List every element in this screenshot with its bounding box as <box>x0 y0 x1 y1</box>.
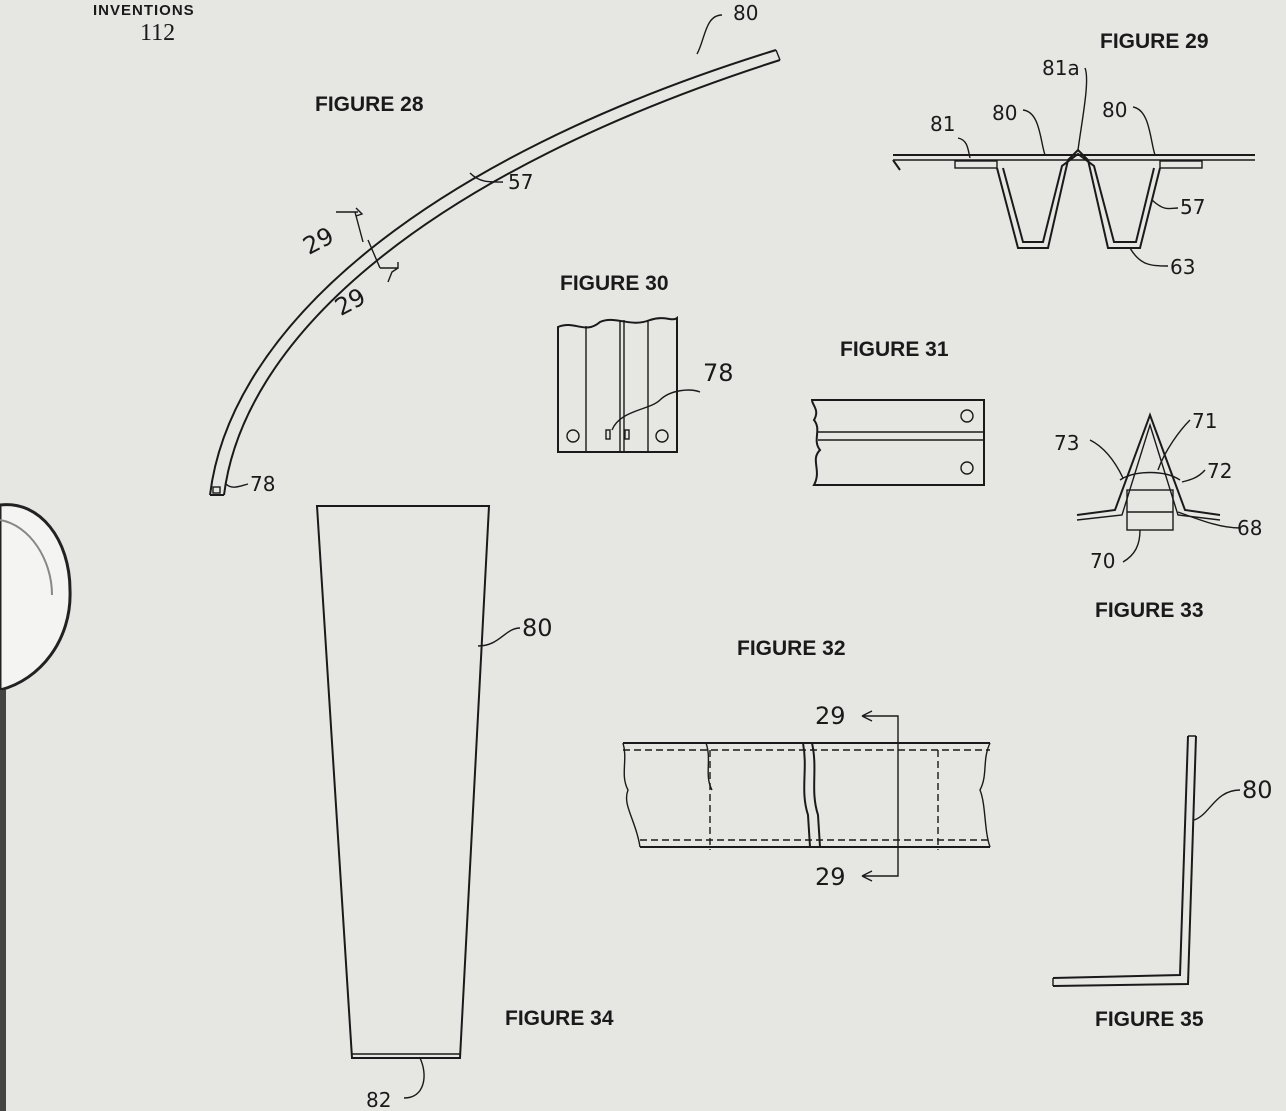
fig33-label-70: 70 <box>1090 549 1115 573</box>
figure-32-title: FIGURE 32 <box>737 637 846 660</box>
fig28-label-57: 57 <box>508 170 533 194</box>
fig29-label-81a: 81a <box>1042 56 1080 80</box>
fig32-label-29-bottom: 29 <box>815 863 846 891</box>
page-number: 112 <box>140 20 175 46</box>
fig33-label-72: 72 <box>1207 459 1232 483</box>
fig29-label-57: 57 <box>1180 195 1205 219</box>
fig34-label-80: 80 <box>522 614 553 642</box>
figure-35-title: FIGURE 35 <box>1095 1008 1204 1031</box>
thumb-image <box>0 503 72 1111</box>
fig33-label-68: 68 <box>1237 516 1262 540</box>
figure-33-title: FIGURE 33 <box>1095 599 1204 622</box>
fig28-label-29-bottom: 29 <box>330 283 370 322</box>
figure-31-title: FIGURE 31 <box>840 338 949 361</box>
fig28-label-80: 80 <box>733 1 758 25</box>
section-header: INVENTIONS <box>93 2 195 19</box>
figure-30-title: FIGURE 30 <box>560 272 669 295</box>
fig33-label-73: 73 <box>1054 431 1079 455</box>
fig29-label-80-left: 80 <box>992 101 1017 125</box>
fig28-label-78: 78 <box>250 472 275 496</box>
fig28-label-29-top: 29 <box>298 222 338 261</box>
fig29-label-63: 63 <box>1170 255 1195 279</box>
fig30-label-78: 78 <box>703 359 734 387</box>
figure-34-drawing <box>315 505 521 1099</box>
figure-34-title: FIGURE 34 <box>505 1007 614 1030</box>
figure-35-drawing <box>1052 735 1241 987</box>
figure-32-drawing <box>622 710 991 882</box>
figure-29-drawing <box>892 67 1255 267</box>
fig29-label-81: 81 <box>930 112 955 136</box>
figure-33-drawing <box>1076 412 1241 563</box>
fig35-label-80: 80 <box>1242 776 1273 804</box>
fig32-label-29-top: 29 <box>815 702 846 730</box>
figure-28-drawing <box>209 14 781 496</box>
figure-31-drawing <box>810 399 985 486</box>
figure-29-title: FIGURE 29 <box>1100 30 1209 53</box>
fig33-label-71: 71 <box>1192 409 1217 433</box>
fig34-label-82: 82 <box>366 1088 391 1111</box>
fig29-label-80-right: 80 <box>1102 98 1127 122</box>
figure-30-drawing <box>557 315 701 453</box>
figure-28-title: FIGURE 28 <box>315 93 424 116</box>
